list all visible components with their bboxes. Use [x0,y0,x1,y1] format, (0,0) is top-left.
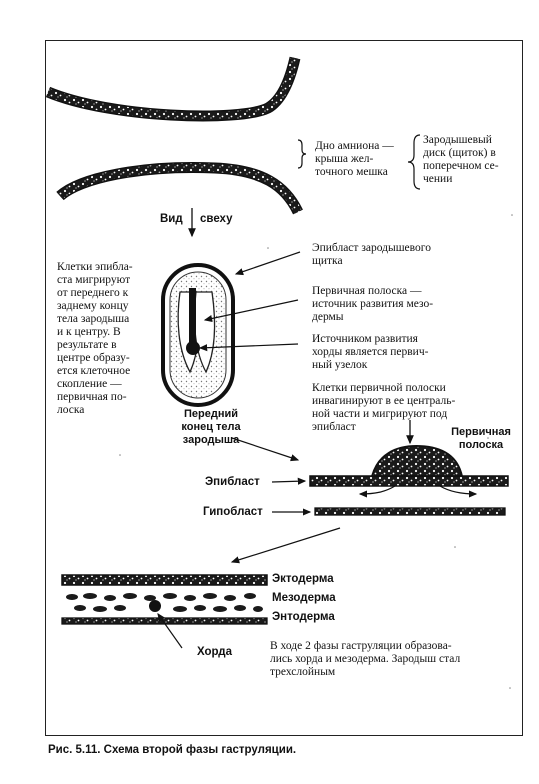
figure-caption: Рис. 5.11. Схема второй фазы гаструляции… [48,744,297,756]
epiblast-label: Эпибласт [205,476,260,488]
view-label: Вид [160,213,183,225]
brace-large [407,134,421,190]
pointer-primitive-node [198,343,299,352]
brace-small [297,139,307,169]
pointer-notochord [157,613,183,649]
front-end-label: Передний конец тела зародыша [181,408,241,446]
embryonic-disc-label: Зародышевый диск (щиток) в поперечном се… [423,134,499,185]
pointer-epiblast-shield [234,251,301,276]
pointer-epiblast [271,477,307,485]
epiblast-migration-text: Клетки эпибла- ста мигрируют от переднег… [57,261,133,416]
top-label: свеху [200,213,233,225]
amnion-floor-label: Дно амниона — крыша жел- точного мешка [315,140,394,178]
cross-section-streak [309,445,509,516]
primitive-node-label: Источником развития хорды является перви… [312,333,429,371]
ectoderm-label: Эктодерма [272,573,334,585]
pointer-to-section [231,437,300,462]
mesoderm-label: Мезодерма [272,592,336,604]
primitive-streak-source-label: Первичная полоска — источник развития ме… [312,285,434,323]
hypoblast-label: Гипобласт [203,506,263,518]
pointer-to-three-layers [230,527,341,564]
three-layer-embryo [61,574,268,625]
embryonic-disc-top-view [161,263,235,407]
primitive-streak-label: Первичная полоска [451,426,511,451]
notochord-label: Хорда [197,646,232,658]
epiblast-shield-label: Эпибласт зародышевого щитка [312,242,431,267]
pointer-primitive-streak [203,299,299,323]
amnion-yolk-bands [45,56,303,215]
streak-cells-label: Клетки первичной полоски инвагинируют в … [312,382,456,433]
figure-frame [45,40,523,736]
notochord-dot [149,600,161,612]
conclusion-text: В ходе 2 фазы гаструляции образова- лись… [270,640,461,678]
endoderm-label: Энтодерма [272,611,335,623]
